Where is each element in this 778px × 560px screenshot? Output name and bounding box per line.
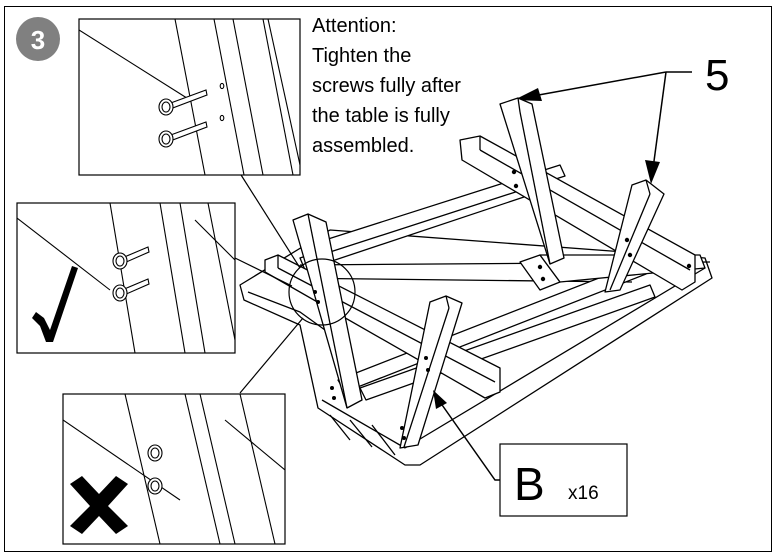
screw-icon [112,278,150,302]
cross-mark-icon [70,476,128,534]
attention-line: Attention: [312,15,397,37]
attention-note: Attention: Tighten the screws fully afte… [312,15,461,157]
attention-line: Tighten the [312,45,411,67]
zoom-circle [288,258,356,326]
table-illustration [239,97,713,466]
arrow-icon [645,160,660,184]
screw-head-icon [147,444,163,462]
screw-b-callout: B x16 [499,443,628,517]
attention-line: screws fully after [312,75,461,97]
screw-b-quantity: x16 [568,483,599,504]
arrow-icon [433,390,447,409]
step-badge: 3 [16,17,60,61]
screw-icon [112,246,150,270]
attention-line: the table is fully [312,105,450,127]
part-5-label: 5 [705,51,729,100]
detail-box-screw-inserted [78,18,301,176]
step-number: 3 [31,25,45,55]
screw-head-icon [147,477,163,495]
check-mark-icon [32,266,78,342]
detail-box-correct [16,202,236,354]
instruction-frame [4,6,772,552]
attention-line: assembled. [312,135,414,157]
step-badge-circle [16,17,60,61]
screw-b-box [499,443,628,517]
screw-b-label: B [514,458,545,510]
screw-b-pointer [433,390,500,481]
zoom-indicator [234,166,356,394]
part-5-callout: 5 [514,51,729,184]
arrow-icon [514,88,542,101]
screw-icon [158,89,208,116]
detail-box-wrong [62,393,286,545]
screw-icon [158,121,208,148]
